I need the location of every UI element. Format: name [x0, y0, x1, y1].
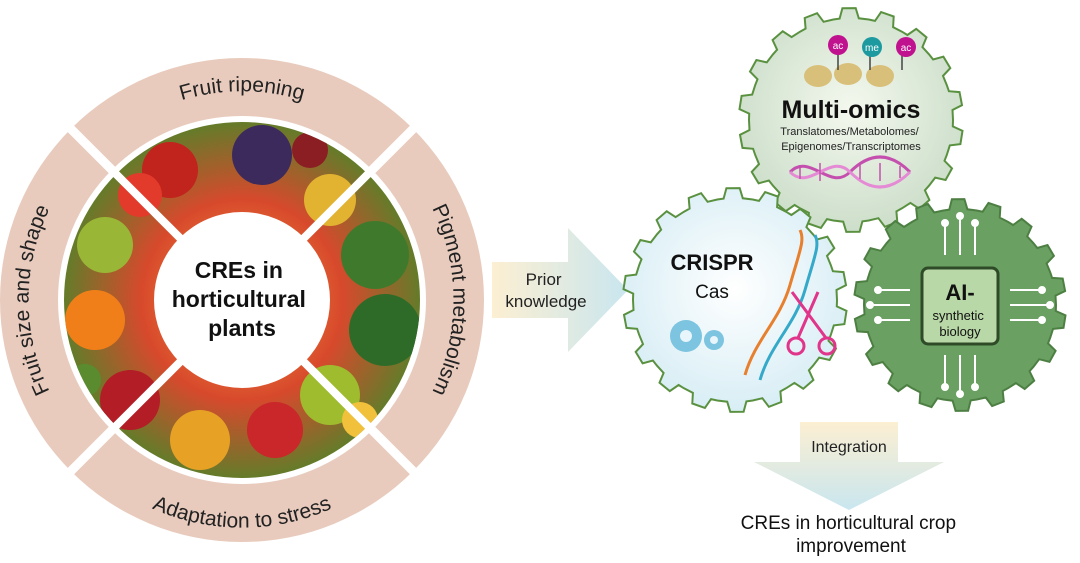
ai-title: AI- — [945, 280, 974, 305]
svg-text:Translatomes/Metabolomes/: Translatomes/Metabolomes/ Epigenomes/Tra… — [780, 126, 921, 153]
crispr-title: CRISPR — [670, 250, 753, 275]
svg-text:Prior knowledge: Prior knowledge — [505, 270, 586, 311]
acetyl-mark-1-label: ac — [833, 41, 844, 52]
svg-text:CREs in horticultural crop: CREs in horticultural crop improvement — [741, 513, 962, 557]
prior-label-line1: Prior — [526, 270, 562, 289]
integration-arrow: Integration — [754, 422, 944, 510]
ai-sub-line1: synthetic — [933, 308, 985, 323]
gears-icon — [670, 320, 724, 352]
multiomics-sub-line2: Epigenomes/Transcriptomes — [781, 141, 921, 153]
result-line2: improvement — [796, 536, 907, 557]
methyl-mark — [862, 37, 882, 57]
acetyl-mark-2 — [896, 37, 916, 57]
dna-strand-icon — [743, 229, 819, 381]
svg-text:synthetic biology: synthetic biology — [933, 308, 988, 339]
center-title-line3: plants — [208, 315, 276, 341]
acetyl-mark-2-label: ac — [901, 43, 912, 54]
multiomics-title: Multi-omics — [782, 96, 921, 124]
multiomics-gear: ac me ac Multi-omics Translatomes/Metabo… — [738, 7, 964, 233]
scissors-icon — [786, 291, 837, 356]
center-disc — [154, 212, 330, 388]
acetyl-mark-1 — [828, 35, 848, 55]
dna-helix-icon — [788, 155, 912, 189]
chromatin-icon — [804, 52, 903, 87]
ai-gear: AI- synthetic biology — [853, 198, 1067, 412]
svg-text:CREs in horticultural: CREs in horticultural plants — [172, 257, 313, 341]
fruit-wheel: CREs in horticultural plants Fruit ripen… — [0, 58, 484, 542]
result-line1: CREs in horticultural crop — [741, 513, 956, 534]
circuit-traces — [866, 212, 1054, 398]
center-title-line1: CREs in — [195, 257, 283, 283]
ai-sub-line2: biology — [939, 324, 981, 339]
integration-label: Integration — [811, 439, 887, 456]
center-title-line2: horticultural — [172, 286, 306, 312]
methyl-mark-label: me — [865, 43, 879, 54]
multiomics-sub-line1: Translatomes/Metabolomes/ — [780, 126, 919, 138]
prior-label-line2: knowledge — [505, 292, 586, 311]
prior-knowledge-arrow: Prior knowledge — [492, 228, 628, 352]
chip-icon — [920, 266, 1000, 346]
crispr-subtitle: Cas — [695, 282, 729, 303]
crispr-gear: CRISPR Cas — [622, 187, 848, 413]
